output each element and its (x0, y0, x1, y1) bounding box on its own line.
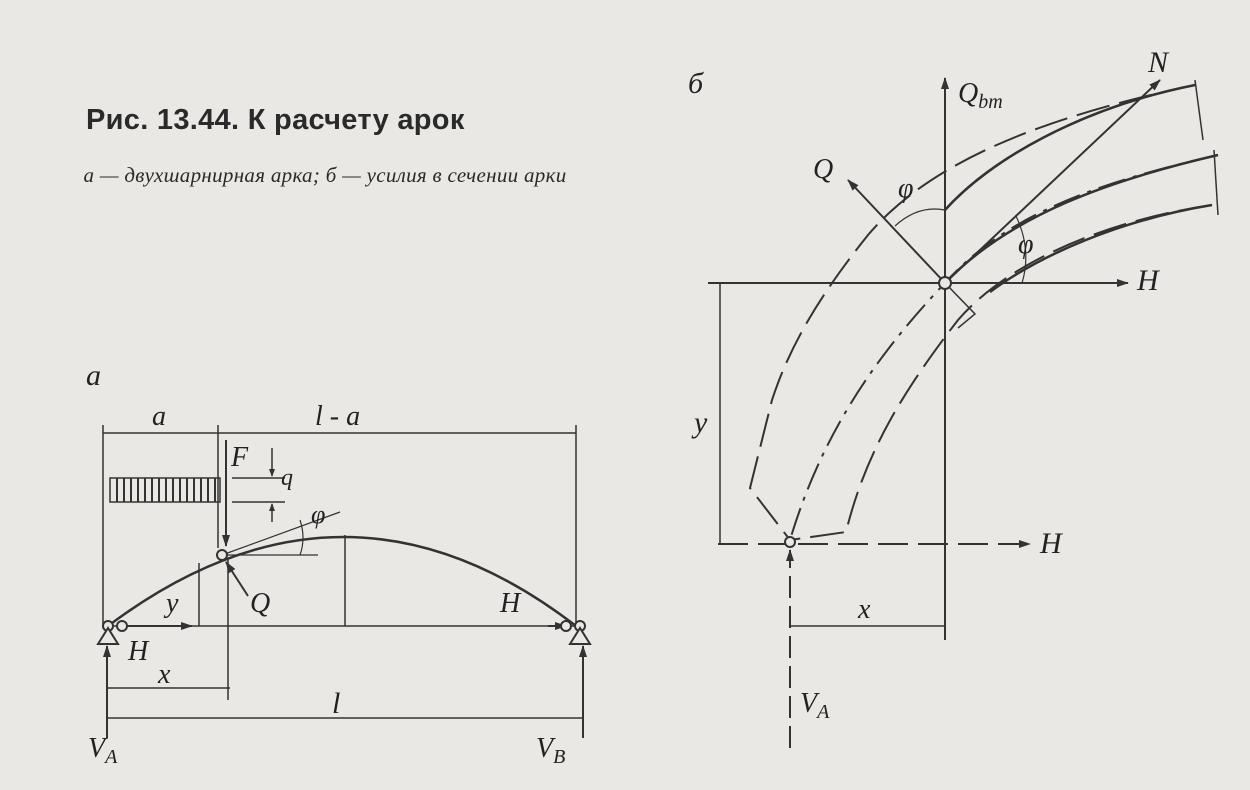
figure-title: Рис. 13.44. К расчету арок (86, 104, 465, 136)
support-A (96, 620, 128, 645)
label-phi-b-2: φ (1018, 229, 1034, 260)
label-H-right: H (499, 588, 522, 619)
top-dimension-lines (102, 425, 577, 628)
diagram-a-labels: a a l - a F q φ y Q H H x l VA VB (86, 359, 565, 768)
arch-top-edge (748, 84, 1196, 541)
label-phi-b-1: φ (898, 173, 914, 204)
diagram-b-labels: б N Qbm Q φ φ H y H x VA (688, 46, 1170, 723)
normal-N-arrow (944, 79, 1161, 284)
shear-Q-b-arrow (847, 179, 946, 284)
label-Q-b: Q (813, 154, 833, 185)
panel-label-a: a (86, 359, 101, 392)
label-x-b: x (857, 594, 871, 625)
distributed-load-q (109, 477, 221, 503)
section-point-b (938, 276, 952, 290)
arch-curve (107, 535, 577, 627)
label-Qbm: Qbm (958, 78, 1003, 113)
label-N: N (1147, 46, 1170, 79)
support-point-b (784, 536, 796, 548)
shear-Q-arrow (225, 561, 249, 597)
arch-bottom-edge (789, 204, 1213, 541)
panel-label-b: б (688, 67, 704, 100)
label-H-top-b: H (1136, 264, 1161, 297)
angle-phi-1-arc (894, 208, 946, 227)
angle-phi-2-arc (1015, 215, 1027, 284)
diagram-b (708, 77, 1219, 748)
label-F: F (230, 442, 249, 473)
label-VA-a: VA (88, 733, 118, 768)
label-y-a: y (163, 588, 179, 619)
section-point (216, 549, 228, 561)
label-H-bottom-b: H (1039, 527, 1064, 560)
figure-subtitle: а — двухшарнирная арка; б — усилия в сеч… (83, 163, 567, 187)
tangent-line (221, 511, 341, 556)
label-a-dimension: a (152, 401, 166, 432)
label-Q-a: Q (250, 588, 270, 619)
label-VB-a: VB (536, 733, 565, 768)
label-q: q (281, 465, 293, 491)
label-VA-b: VA (800, 688, 830, 723)
label-l: l (332, 687, 340, 720)
diagram-a (96, 425, 592, 738)
label-l-minus-a: l - a (315, 401, 360, 432)
label-H-left: H (127, 636, 150, 667)
label-x-a: x (157, 659, 171, 690)
support-B (560, 620, 592, 645)
arch-axis (789, 154, 1219, 541)
label-y-b: y (691, 406, 708, 439)
label-phi-a: φ (311, 500, 325, 529)
q-dimension (232, 448, 285, 522)
